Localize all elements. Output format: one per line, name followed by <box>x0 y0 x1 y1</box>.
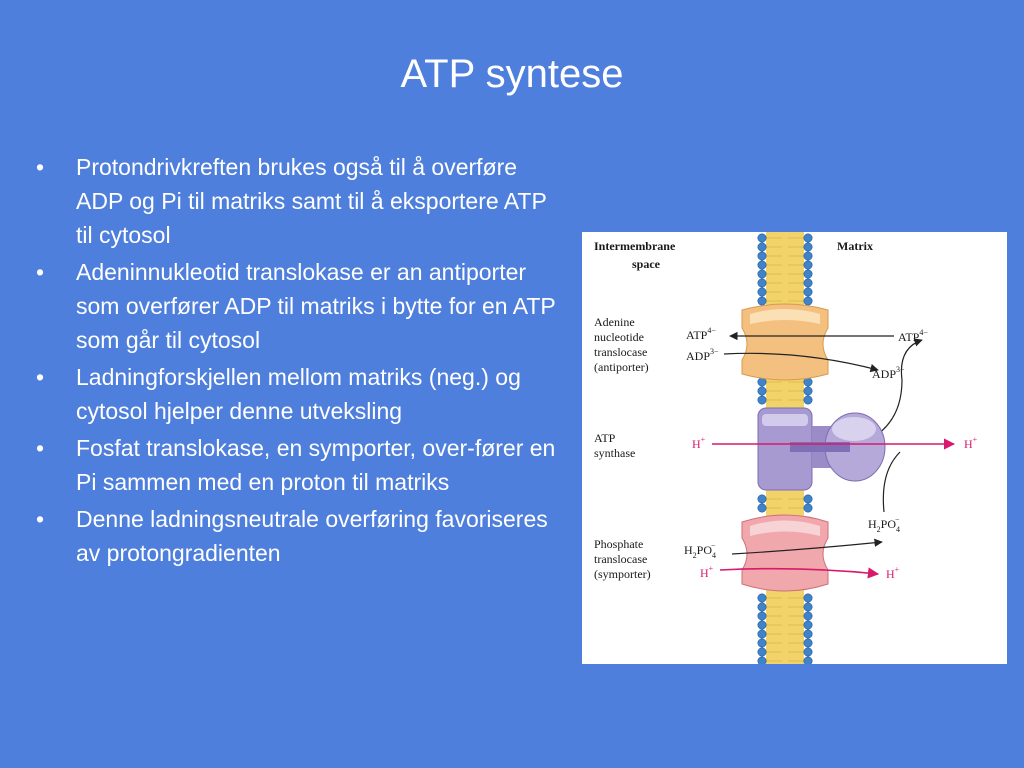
membrane-transport-figure: Intermembrane space Matrix Adenine nucle… <box>582 232 1007 664</box>
lipid-heads <box>757 233 813 664</box>
h2po4-left-label: H2PO4− <box>684 541 716 560</box>
lipid-head <box>757 503 767 513</box>
bullet-item: • Denne ladningsneutrale overføring favor… <box>36 502 556 570</box>
bullet-glyph: • <box>36 506 45 532</box>
bullet-text: Denne ladningsneutrale overføring favori… <box>76 506 548 566</box>
bullet-list: • Protondrivkreften brukes også til å ove… <box>36 150 556 573</box>
lipid-head <box>803 269 813 279</box>
phosphate-import-arrow <box>731 538 883 555</box>
lipid-head <box>757 287 767 297</box>
lipid-head <box>803 296 813 306</box>
synthase-label-2: synthase <box>594 446 635 460</box>
lipid-head <box>757 296 767 306</box>
lipid-head <box>803 242 813 252</box>
lipid-head <box>803 503 813 513</box>
adp-left-label: ADP3− <box>686 347 719 363</box>
adp-import-arrow <box>723 352 879 373</box>
adp-right-label: ADP3− <box>872 365 905 381</box>
lipid-tail-lines <box>766 237 804 662</box>
lipid-head <box>757 620 767 630</box>
header-intermembrane: Intermembrane <box>594 239 676 253</box>
bullet-item: • Adeninnukleotid translokase er an antip… <box>36 255 556 357</box>
symporter-label-3: (symporter) <box>594 567 651 581</box>
bullet-glyph: • <box>36 259 45 285</box>
antiporter-protein <box>741 303 829 381</box>
lipid-head <box>757 233 767 243</box>
proton-symport-arrow <box>719 567 880 579</box>
header-matrix: Matrix <box>837 239 873 253</box>
lipid-head <box>757 611 767 621</box>
atp-right-label: ATP4− <box>898 328 928 344</box>
lipid-head <box>757 629 767 639</box>
lipid-head <box>757 647 767 657</box>
bullet-item: • Protondrivkreften brukes også til å ove… <box>36 150 556 252</box>
antiporter-label-4: (antiporter) <box>594 360 649 374</box>
bullet-glyph: • <box>36 364 45 390</box>
lipid-head <box>803 287 813 297</box>
antiporter-label-2: nucleotide <box>594 330 644 344</box>
lipid-head <box>803 620 813 630</box>
bullet-glyph: • <box>36 154 45 180</box>
lipid-head <box>803 386 813 396</box>
bullet-item: • Fosfat translokase, en symporter, over-… <box>36 431 556 499</box>
lipid-head <box>803 656 813 664</box>
bullet-text: Protondrivkreften brukes også til å over… <box>76 154 547 248</box>
lipid-head <box>757 269 767 279</box>
antiporter-label-1: Adenine <box>594 315 635 329</box>
lipid-head <box>757 260 767 270</box>
symporter-label-2: translocase <box>594 552 647 566</box>
symporter-label-1: Phosphate <box>594 537 643 551</box>
bullet-glyph: • <box>36 435 45 461</box>
lipid-head <box>757 278 767 288</box>
lipid-head <box>757 386 767 396</box>
lipid-head <box>803 629 813 639</box>
h-left-label: H+ <box>692 435 706 451</box>
lipid-head <box>757 593 767 603</box>
lipid-head <box>757 638 767 648</box>
lipid-head <box>803 647 813 657</box>
phosphate-to-synthase-arrow <box>882 451 901 513</box>
h2po4-right-label: H2PO4− <box>868 515 900 534</box>
atp-cycle-arrow <box>871 338 923 439</box>
h-phosphate-right-label: H+ <box>886 565 900 581</box>
symporter-protein <box>741 514 829 592</box>
lipid-head <box>757 656 767 664</box>
bullet-text: Fosfat translokase, en symporter, over-f… <box>76 435 556 495</box>
h-right-label: H+ <box>964 435 978 451</box>
lipid-head <box>803 233 813 243</box>
lipid-head <box>757 251 767 261</box>
atp-synthase-protein <box>757 407 886 491</box>
lipid-head <box>803 602 813 612</box>
lipid-head <box>803 278 813 288</box>
slide-title: ATP syntese <box>400 52 624 96</box>
antiporter-label-3: translocase <box>594 345 647 359</box>
lipid-head <box>803 638 813 648</box>
lipid-head <box>803 395 813 405</box>
lipid-head <box>757 395 767 405</box>
lipid-head <box>757 602 767 612</box>
lipid-head <box>803 494 813 504</box>
lipid-head <box>757 494 767 504</box>
atp-left-label: ATP4− <box>686 326 716 342</box>
header-space: space <box>632 257 661 271</box>
synthase-label-1: ATP <box>594 431 616 445</box>
membrane-diagram: Intermembrane space Matrix Adenine nucle… <box>594 232 978 664</box>
lipid-head <box>757 242 767 252</box>
lipid-head <box>803 251 813 261</box>
lipid-head <box>803 593 813 603</box>
lipid-head <box>803 260 813 270</box>
bullet-text: Adeninnukleotid translokase er an antipo… <box>76 259 556 353</box>
bullet-item: • Ladningforskjellen mellom matriks (neg.… <box>36 360 556 428</box>
bullet-text: Ladningforskjellen mellom matriks (neg.)… <box>76 364 521 424</box>
h-phosphate-left-label: H+ <box>700 564 714 580</box>
lipid-head <box>803 611 813 621</box>
